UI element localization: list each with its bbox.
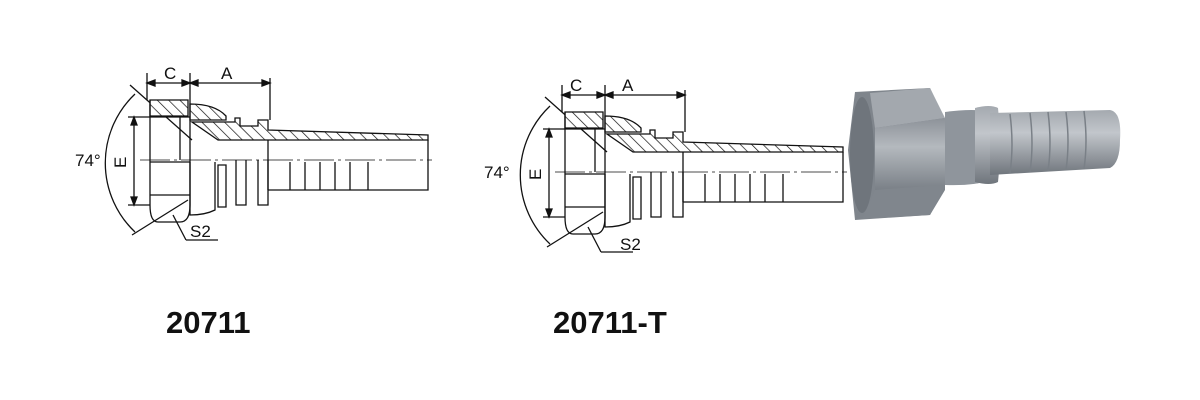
part-number: 20711 bbox=[166, 305, 251, 340]
hex-size-label: S2 bbox=[190, 222, 211, 241]
dim-e-label: E bbox=[526, 169, 545, 180]
fitting-section-drawing bbox=[104, 72, 433, 241]
angle-label: 74° bbox=[75, 151, 101, 170]
drawing-20711-t: C A E 74° S2 20711-T bbox=[484, 76, 848, 340]
dim-a-label: A bbox=[622, 76, 634, 95]
hex-size-label: S2 bbox=[620, 235, 641, 254]
dim-c-label: C bbox=[164, 64, 176, 83]
drawing-20711: C A E 74° S2 20711 bbox=[75, 64, 433, 340]
dim-e-label: E bbox=[111, 157, 130, 168]
dim-c-label: C bbox=[570, 76, 582, 95]
dim-a-label: A bbox=[221, 64, 233, 83]
fitting-section-drawing bbox=[519, 84, 848, 253]
angle-label: 74° bbox=[484, 163, 510, 182]
fitting-photo bbox=[848, 88, 1121, 220]
part-number: 20711-T bbox=[553, 305, 667, 340]
